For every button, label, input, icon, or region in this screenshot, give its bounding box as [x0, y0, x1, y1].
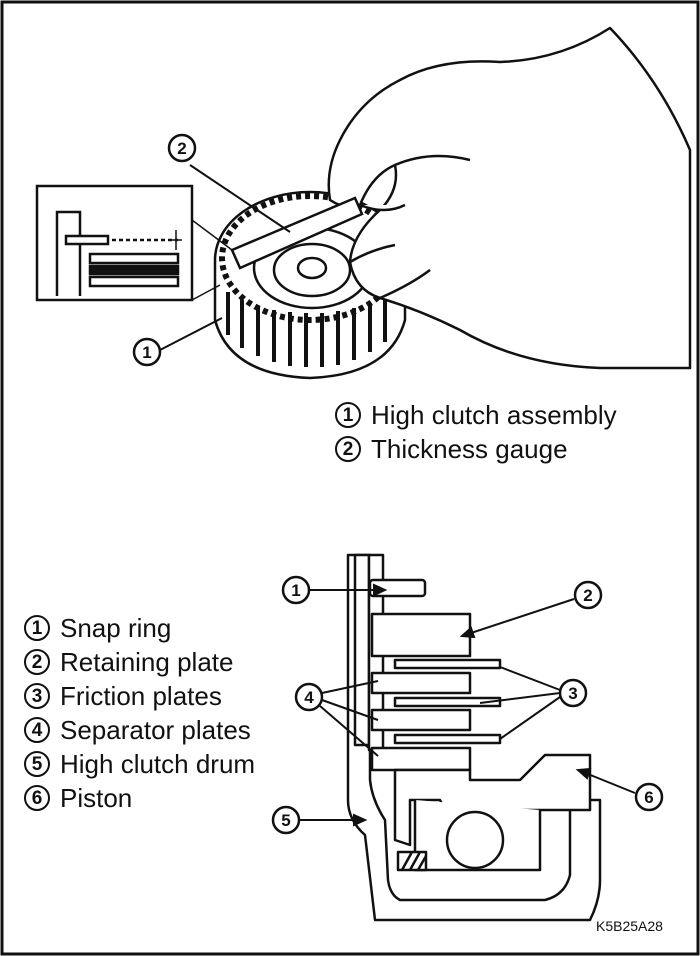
legend-item: 1 High clutch assembly	[335, 398, 617, 432]
legend-number: 1	[24, 615, 50, 641]
legend-item: 5 High clutch drum	[24, 747, 255, 781]
bottom-callout-6-number: 6	[644, 788, 653, 807]
gauge-detail-inset	[35, 184, 233, 302]
top-legend: 1 High clutch assembly 2 Thickness gauge	[335, 398, 617, 466]
legend-number: 2	[24, 649, 50, 675]
bottom-callout-6	[575, 767, 664, 812]
legend-label: High clutch drum	[60, 749, 256, 779]
bottom-callout-3	[479, 666, 588, 740]
legend-label: Piston	[60, 783, 133, 813]
legend-number: 2	[335, 436, 361, 462]
legend-item: 6 Piston	[24, 781, 255, 815]
legend-number: 4	[24, 717, 50, 743]
legend-item: 1 Snap ring	[24, 611, 255, 645]
top-callout-1: 1	[132, 317, 223, 367]
clutch-drum-illustration	[213, 190, 407, 380]
bottom-callout-5-number: 5	[281, 811, 290, 830]
bottom-callout-2	[459, 580, 603, 639]
callout-number: 1	[142, 343, 151, 362]
legend-label: Thickness gauge	[371, 434, 568, 464]
bottom-legend: 1 Snap ring 2 Retaining plate 3 Friction…	[24, 611, 255, 815]
hand-illustration	[327, 26, 692, 370]
legend-label: High clutch assembly	[371, 400, 617, 430]
legend-item: 4 Separator plates	[24, 713, 255, 747]
bottom-callout-4-number: 4	[304, 688, 314, 707]
legend-number: 5	[24, 751, 50, 777]
legend-label: Retaining plate	[60, 647, 234, 677]
legend-number: 6	[24, 785, 50, 811]
thickness-gauge-illustration	[189, 164, 364, 270]
legend-item: 2 Thickness gauge	[335, 432, 617, 466]
legend-label: Snap ring	[60, 613, 172, 643]
legend-number: 3	[24, 683, 50, 709]
callout-number: 2	[177, 139, 186, 158]
top-callout-2: 2	[167, 133, 197, 163]
bottom-callout-1-number: 1	[291, 581, 300, 600]
legend-label: Separator plates	[60, 715, 251, 745]
legend-item: 3 Friction plates	[24, 679, 255, 713]
legend-label: Friction plates	[60, 681, 222, 711]
clutch-cross-section	[346, 553, 602, 922]
figure-code: K5B25A28	[596, 918, 663, 934]
bottom-callout-2-number: 2	[583, 586, 592, 605]
bottom-callout-5	[271, 805, 368, 835]
bottom-callout-4	[294, 680, 379, 757]
bottom-callout-1	[281, 575, 388, 605]
legend-item: 2 Retaining plate	[24, 645, 255, 679]
bottom-callout-3-number: 3	[568, 684, 577, 703]
legend-number: 1	[335, 402, 361, 428]
